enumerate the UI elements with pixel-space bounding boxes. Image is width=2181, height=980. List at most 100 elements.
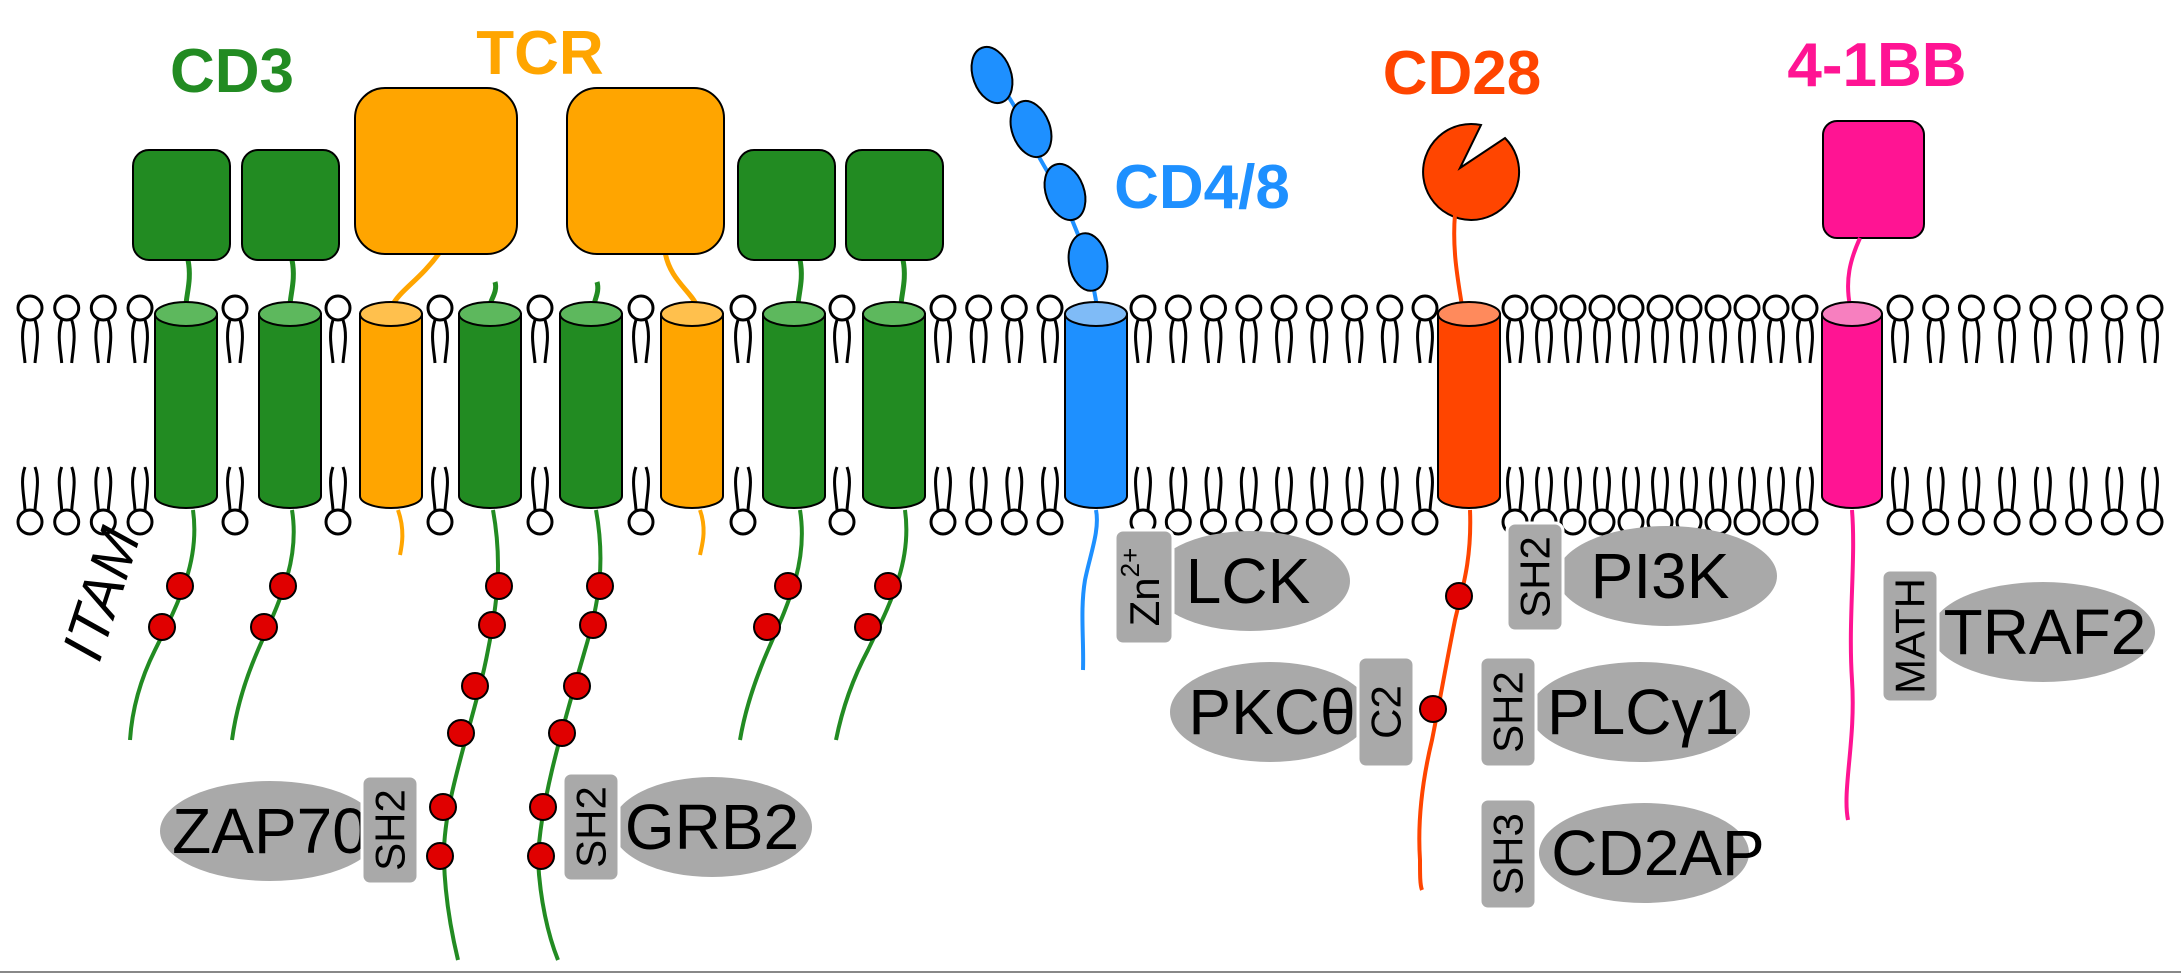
tcr-ecto-domain (354, 87, 518, 255)
cd3-ecto-domain (845, 149, 944, 261)
cd48-coreceptor (970, 45, 1128, 671)
lipid-molecule (627, 294, 655, 536)
pkc-protein: PKCθ C2 (1170, 655, 1416, 769)
pi3k-sh2-label: SH2 (1512, 536, 1559, 618)
tcr-ecto-domain (566, 87, 725, 255)
lipid-molecule (2065, 294, 2093, 536)
lipid-molecule (729, 294, 757, 536)
lipid-molecule (1588, 294, 1616, 536)
itam-label: ITAM (50, 519, 154, 667)
lipid-molecule (1733, 294, 1761, 536)
itam-phospho-sites (148, 572, 902, 870)
grb2-sh2-label: SH2 (568, 786, 615, 868)
lipid-molecule (1675, 294, 1703, 536)
cd3-tail (738, 509, 804, 741)
lipid-molecule (1235, 294, 1263, 536)
lipid-molecule (1270, 294, 1298, 536)
plcg1-sh2-label: SH2 (1485, 671, 1532, 753)
lipid-molecule (1129, 294, 1157, 536)
lipid-molecule (126, 294, 154, 536)
plcg1-protein: PLCγ1 SH2 (1478, 655, 1750, 769)
lck-protein: LCK Zn2+ (1113, 528, 1350, 646)
cd28-receptor (1417, 122, 1521, 891)
cd3-ecto-domain (737, 149, 836, 261)
plcg1-label: PLCγ1 (1547, 676, 1739, 748)
cd3-tcr-complex (128, 87, 944, 961)
lipid-molecule (1341, 294, 1368, 536)
4-1bb-title: 4-1BB (1787, 31, 1966, 100)
cd3-tm-cylinder (762, 301, 826, 509)
zap70-sh2-label: SH2 (367, 789, 414, 871)
cd3-title: CD3 (170, 37, 294, 106)
pkc-label: PKCθ (1188, 676, 1355, 748)
lipid-molecule (2100, 294, 2128, 536)
cd3-tm-cylinder (458, 301, 522, 509)
tcr-tm-cylinder (660, 301, 724, 509)
grb2-label: GRB2 (625, 791, 799, 863)
tcr-tail (698, 509, 706, 556)
tcr-tm-cylinder (359, 301, 423, 509)
cd3-tm-cylinder (258, 301, 322, 509)
lipid-molecule (1376, 294, 1404, 536)
cd3-tm-cylinder (862, 301, 926, 509)
lipid-molecule (1530, 294, 1558, 536)
4-1bb-ecto-domain (1822, 120, 1925, 239)
cd2ap-label: CD2AP (1551, 817, 1764, 889)
lipid-molecule (1411, 294, 1439, 536)
cd2ap-protein: CD2AP SH3 (1478, 797, 1765, 911)
lipid-molecule (1886, 294, 1914, 536)
lipid-molecule (2136, 294, 2164, 536)
lipid-molecule (1704, 294, 1732, 536)
lipid-molecule (828, 294, 856, 536)
cd28-ecto-domain (1422, 122, 1521, 221)
cd3-tail (834, 509, 909, 741)
lipid-molecule (526, 294, 554, 536)
lipid-molecule (1305, 294, 1333, 536)
cd2ap-sh3-label: SH3 (1485, 813, 1532, 895)
lipid-molecule (1957, 294, 1985, 536)
lipid-molecule (89, 294, 117, 536)
cd28-title: CD28 (1383, 39, 1542, 108)
zap70-protein: ZAP70 SH2 (160, 774, 420, 886)
lipid-molecule (1000, 294, 1028, 536)
lipid-molecule (1164, 294, 1192, 536)
traf2-protein: TRAF2 MATH (1880, 568, 2155, 704)
lipid-molecule (1646, 294, 1674, 536)
lipid-molecule (53, 294, 81, 536)
cd3-ecto-domain (132, 149, 231, 261)
lipid-molecule (1501, 294, 1529, 536)
lipid-molecule (1791, 294, 1819, 536)
lipid-molecule (1617, 294, 1645, 536)
cd3-tail (128, 509, 197, 741)
lipid-molecule (1036, 294, 1064, 536)
lipid-molecule (2029, 294, 2057, 536)
cd3-tail (230, 509, 296, 741)
lck-label: LCK (1186, 545, 1311, 617)
pkc-c2-label: C2 (1363, 685, 1410, 739)
tcr-tail (396, 509, 405, 556)
tcr-title: TCR (476, 19, 603, 88)
lipid-molecule (16, 294, 44, 536)
cd48-title: CD4/8 (1114, 153, 1290, 222)
traf2-label: TRAF2 (1944, 596, 2147, 668)
zap70-label: ZAP70 (172, 795, 368, 867)
cd3-ecto-domain (241, 149, 340, 261)
lipid-molecule (324, 294, 352, 536)
lipid-molecule (1200, 294, 1227, 536)
cd28-phospho-site (1445, 582, 1473, 610)
cd3-tm-cylinder (154, 301, 218, 509)
4-1bb-receptor (1821, 120, 1925, 821)
pi3k-protein: PI3K SH2 (1505, 521, 1777, 633)
traf2-math-label: MATH (1887, 578, 1934, 694)
lipid-molecule (1559, 294, 1587, 536)
pi3k-label: PI3K (1591, 540, 1730, 612)
lipid-molecule (221, 294, 249, 536)
lipid-molecule (426, 294, 454, 536)
grb2-protein: GRB2 SH2 (561, 771, 812, 883)
lipid-molecule (965, 294, 993, 536)
lipid-molecule (1993, 294, 2021, 536)
lipid-molecule (1762, 294, 1790, 536)
cd3-tm-cylinder (559, 301, 623, 509)
